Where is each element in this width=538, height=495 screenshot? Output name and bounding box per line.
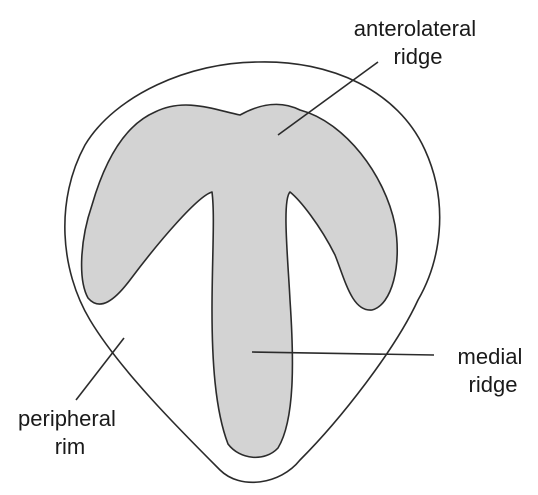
peripheral-leader xyxy=(76,338,124,400)
anterolateral-line2: ridge xyxy=(394,44,443,69)
anterolateral-line1: anterolateral xyxy=(354,16,476,41)
medial-ridge-label: medial ridge xyxy=(458,344,529,397)
medial-line1: medial xyxy=(458,344,523,369)
peripheral-line2: rim xyxy=(55,434,86,459)
peripheral-rim-label: peripheral rim xyxy=(18,406,122,459)
medial-line2: ridge xyxy=(469,372,518,397)
peripheral-line1: peripheral xyxy=(18,406,116,431)
anterolateral-ridge-label: anterolateral ridge xyxy=(354,16,482,69)
